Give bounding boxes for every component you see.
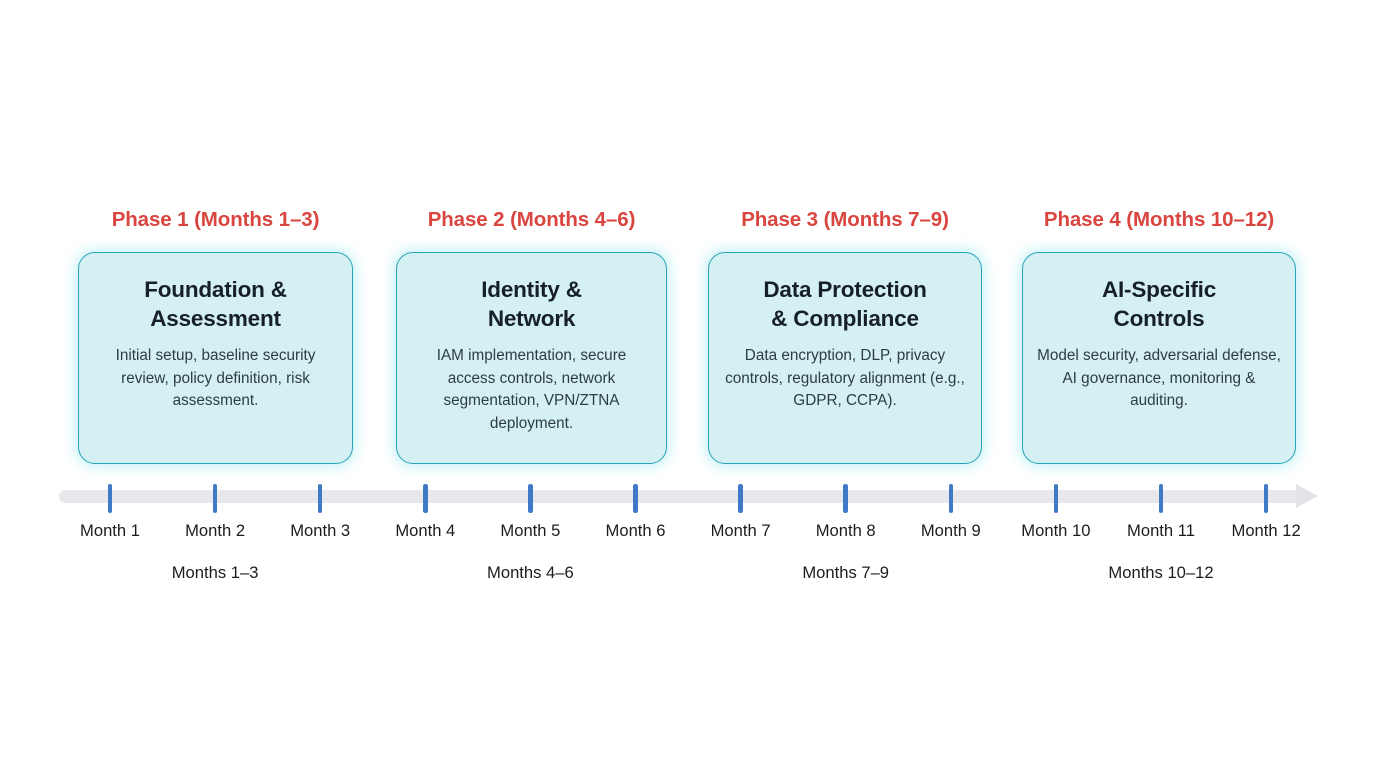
phase-column-1: Phase 1 (Months 1–3) Foundation & Assess… <box>78 208 353 464</box>
phase-card-title-line2-3: & Compliance <box>771 306 919 332</box>
phase-column-2: Phase 2 (Months 4–6) Identity & Network … <box>396 208 667 464</box>
month-label: Month 3 <box>290 521 351 540</box>
month-label: Month 1 <box>80 521 140 540</box>
phase-label-1: Phase 1 (Months 1–3) <box>111 208 320 231</box>
phase-card-title-1: Foundation & Assessment <box>93 275 338 334</box>
month-label: Month 2 <box>185 521 246 540</box>
timeline-tick <box>1053 484 1059 513</box>
phase-span-caption: Months 7–9 <box>802 563 890 582</box>
month-label: Month 4 <box>395 521 456 540</box>
phase-card-title-4: AI-Specific Controls <box>1037 275 1281 334</box>
phase-card-title-3: Data Protection & Compliance <box>723 275 967 334</box>
phase-card-1[interactable]: Foundation & Assessment Initial setup, b… <box>78 251 353 464</box>
phase-column-4: Phase 4 (Months 10–12) AI-Specific Contr… <box>1022 208 1296 464</box>
timeline-tick <box>738 484 743 513</box>
timeline-tick <box>843 484 848 513</box>
phase-label-4: Phase 4 (Months 10–12) <box>1043 208 1275 231</box>
timeline-tick <box>528 484 533 513</box>
month-label: Month 11 <box>1127 521 1195 540</box>
phase-card-title-2: Identity & Network <box>411 275 652 334</box>
phase-card-description-1: Initial setup, baseline security review,… <box>115 346 316 410</box>
phase-card-description-2: IAM implementation, secure access contro… <box>436 346 627 432</box>
phase-span-caption: Months 10–12 <box>1108 563 1214 582</box>
month-label: Month 9 <box>920 521 981 540</box>
phase-card-title-line2-1: Assessment <box>150 306 281 332</box>
phase-span-caption: Months 1–3 <box>171 563 259 582</box>
timeline-tick <box>107 484 113 513</box>
phase-card-title-line1-3: Data Protection <box>763 276 927 302</box>
phase-card-description-4: Model security, adversarial defense, AI … <box>1037 346 1281 410</box>
phase-card-title-line1-4: AI-Specific <box>1101 276 1217 302</box>
phase-span-caption: Months 4–6 <box>487 563 574 582</box>
phase-card-description-3: Data encryption, DLP, privacy controls, … <box>725 346 965 410</box>
timeline-tick <box>633 484 638 513</box>
phase-label-3: Phase 3 (Months 7–9) <box>741 208 949 231</box>
timeline-tick <box>317 484 323 513</box>
phase-column-3: Phase 3 (Months 7–9) Data Protection & C… <box>708 208 982 464</box>
timeline-tick <box>1158 484 1164 513</box>
timeline-tick <box>423 484 428 513</box>
phase-card-4[interactable]: AI-Specific Controls Model security, adv… <box>1022 251 1296 464</box>
month-label: Month 5 <box>500 521 561 540</box>
phase-card-title-line2-2: Network <box>487 306 576 332</box>
phase-card-title-line1-1: Foundation & <box>144 276 287 302</box>
timeline-tick <box>212 484 218 513</box>
month-label: Month 8 <box>815 521 876 540</box>
timeline-tick <box>948 484 954 513</box>
month-label: Month 6 <box>605 521 666 540</box>
timeline-tick <box>1263 484 1269 513</box>
phase-card-title-line2-4: Controls <box>1113 306 1205 332</box>
phase-card-3[interactable]: Data Protection & Compliance Data encryp… <box>708 251 982 464</box>
phase-label-2: Phase 2 (Months 4–6) <box>427 208 636 231</box>
month-label: Month 12 <box>1231 521 1301 540</box>
month-label: Month 7 <box>710 521 771 540</box>
month-label: Month 10 <box>1021 521 1091 540</box>
timeline-axis-line <box>59 490 1304 503</box>
arrow-right-icon <box>1296 484 1318 508</box>
phase-card-2[interactable]: Identity & Network IAM implementation, s… <box>396 251 667 464</box>
phase-card-title-line1-2: Identity & <box>481 276 582 302</box>
